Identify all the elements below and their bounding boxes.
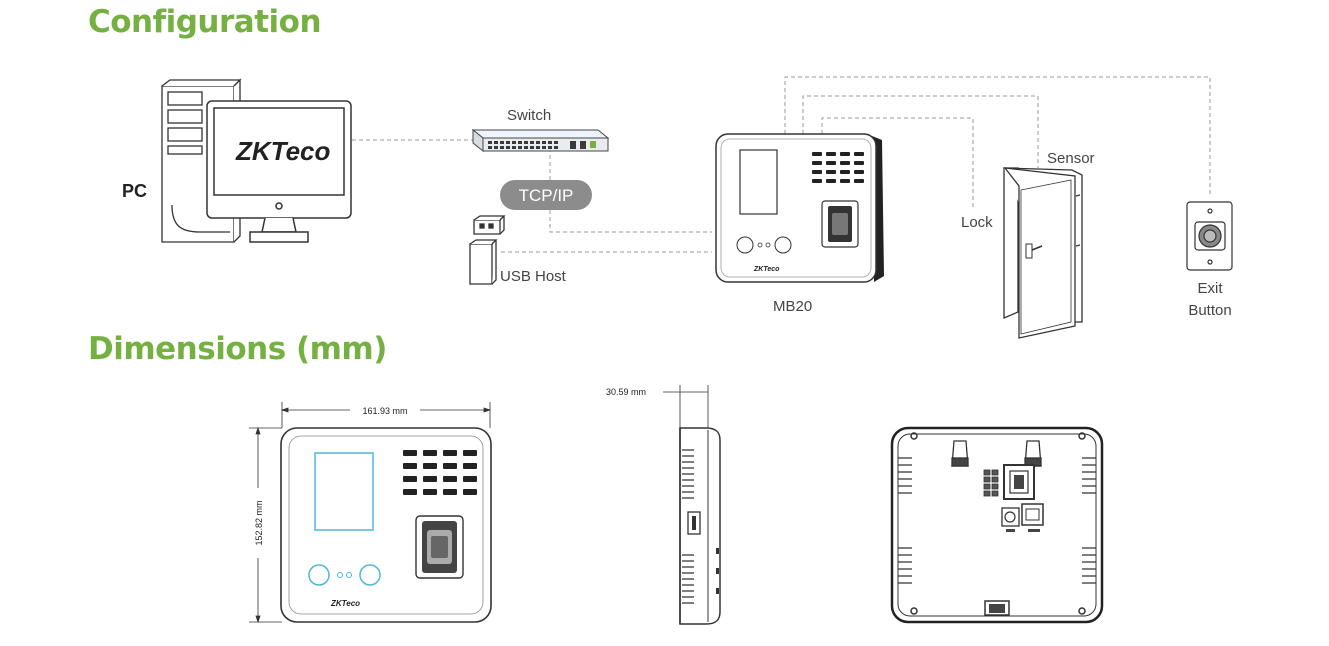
usb-drive-icon — [469, 215, 506, 285]
exit-button-icon — [1186, 201, 1233, 271]
width-label: 161.93 mm — [362, 406, 407, 416]
depth-label: 30.59 mm — [606, 387, 646, 397]
switch-icon — [471, 128, 610, 153]
configuration-heading: Configuration — [88, 4, 322, 40]
height-label: 152.82 mm — [254, 500, 264, 545]
lock-line — [821, 117, 974, 210]
tcpip-badge: TCP/IP — [500, 180, 592, 210]
side-view-device — [679, 427, 721, 625]
mb20-device-icon: ZKTeco — [715, 133, 884, 283]
depth-dimension — [663, 385, 709, 428]
door-icon — [1003, 167, 1083, 339]
width-dimension — [280, 402, 492, 428]
front-view-device: ZKTeco — [280, 427, 492, 623]
monitor-logo: ZKTeco — [235, 136, 330, 166]
switch-label: Switch — [507, 107, 551, 124]
device-label: MB20 — [773, 298, 812, 315]
sensor-line — [802, 95, 1039, 168]
height-dimension — [249, 426, 282, 624]
exit-label-line1: Exit — [1197, 280, 1223, 297]
dimensions-heading: Dimensions (mm) — [88, 331, 387, 367]
device-logo: ZKTeco — [753, 266, 780, 273]
front-view-logo: ZKTeco — [330, 599, 360, 608]
tcpip-label: TCP/IP — [519, 186, 574, 205]
connection-lines — [352, 76, 1211, 253]
sensor-label: Sensor — [1047, 150, 1095, 167]
exit-button-line — [784, 76, 1211, 196]
tcpip-device-line — [549, 210, 712, 233]
exit-label-line2: Button — [1188, 302, 1231, 319]
pc-label: PC — [122, 181, 147, 201]
lock-label: Lock — [961, 214, 993, 231]
back-view-device — [890, 426, 1104, 624]
usb-label: USB Host — [500, 268, 567, 285]
monitor-icon — [206, 100, 352, 243]
